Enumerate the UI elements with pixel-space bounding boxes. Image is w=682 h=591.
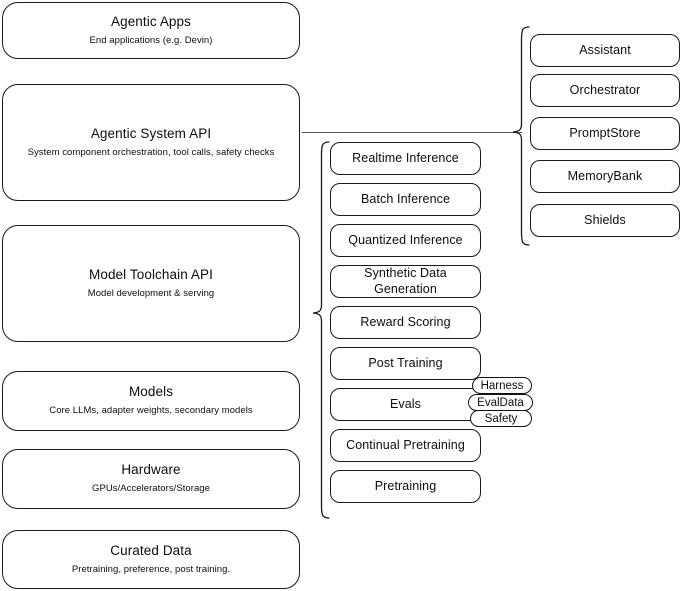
agentic-component-label: Assistant	[579, 42, 631, 57]
capability-batch-inference[interactable]: Batch Inference	[330, 183, 481, 216]
eval-subcomponent-evaldata[interactable]: EvalData	[468, 394, 533, 411]
capability-label: Batch Inference	[360, 191, 451, 206]
agentic-component-orchestrator[interactable]: Orchestrator	[530, 74, 680, 107]
capability-synthetic-data-generation[interactable]: Synthetic Data Generation	[330, 265, 481, 298]
capability-reward-scoring[interactable]: Reward Scoring	[330, 306, 481, 339]
capability-label: Reward Scoring	[360, 314, 451, 329]
capability-label: Realtime Inference	[352, 150, 459, 165]
capability-label: Post Training	[368, 355, 443, 370]
stack-layer-hardware[interactable]: Hardware GPUs/Accelerators/Storage	[2, 449, 300, 509]
stack-layer-title: Agentic Apps	[110, 13, 191, 29]
agentic-component-promptstore[interactable]: PromptStore	[530, 117, 680, 150]
agentic-component-label: Orchestrator	[569, 82, 641, 97]
stack-layer-subtitle: Core LLMs, adapter weights, secondary mo…	[49, 405, 253, 417]
agentic-component-assistant[interactable]: Assistant	[530, 34, 680, 67]
eval-subcomponent-safety[interactable]: Safety	[470, 410, 532, 427]
stack-layer-subtitle: Pretraining, preference, post training.	[71, 563, 231, 575]
stack-layer-subtitle: Model development & serving	[87, 287, 215, 299]
capability-post-training[interactable]: Post Training	[330, 347, 481, 380]
eval-subcomponent-harness[interactable]: Harness	[472, 377, 532, 394]
capability-pretraining[interactable]: Pretraining	[330, 470, 481, 503]
stack-layer-agentic-system-api[interactable]: Agentic System API System component orch…	[2, 84, 300, 201]
capability-evals[interactable]: Evals	[330, 388, 481, 421]
stack-layer-title: Hardware	[121, 462, 181, 478]
capability-realtime-inference[interactable]: Realtime Inference	[330, 142, 481, 175]
stack-layer-model-toolchain-api[interactable]: Model Toolchain API Model development & …	[2, 225, 300, 342]
brace-agentic-system-components	[512, 26, 530, 246]
eval-subcomponent-label: Harness	[480, 379, 524, 392]
eval-subcomponent-label: EvalData	[477, 396, 524, 409]
capability-continual-pretraining[interactable]: Continual Pretraining	[330, 429, 481, 462]
eval-subcomponent-label: Safety	[484, 412, 518, 425]
stack-layer-title: Agentic System API	[90, 125, 212, 141]
capability-label: Pretraining	[374, 478, 437, 493]
stack-layer-title: Curated Data	[110, 542, 192, 558]
agentic-component-memorybank[interactable]: MemoryBank	[530, 160, 680, 193]
connector-agentic-system-to-components	[302, 132, 522, 134]
stack-layer-title: Model Toolchain API	[89, 266, 213, 282]
capability-label: Synthetic Data Generation	[364, 265, 447, 296]
agentic-component-label: PromptStore	[569, 125, 641, 140]
agentic-component-label: MemoryBank	[567, 168, 643, 183]
stack-layer-curated-data[interactable]: Curated Data Pretraining, preference, po…	[2, 530, 300, 589]
capability-label: Evals	[389, 396, 422, 411]
capability-label: Quantized Inference	[348, 232, 463, 247]
stack-layer-subtitle: System component orchestration, tool cal…	[27, 146, 275, 158]
capability-label: Continual Pretraining	[346, 437, 465, 452]
stack-layer-title: Models	[128, 384, 174, 400]
agentic-component-shields[interactable]: Shields	[530, 204, 680, 237]
stack-layer-subtitle: GPUs/Accelerators/Storage	[92, 483, 210, 495]
stack-layer-models[interactable]: Models Core LLMs, adapter weights, secon…	[2, 371, 300, 431]
agentic-component-label: Shields	[584, 212, 626, 227]
stack-layer-agentic-apps[interactable]: Agentic Apps End applications (e.g. Devi…	[2, 2, 300, 59]
brace-toolchain-capabilities	[312, 141, 330, 519]
capability-quantized-inference[interactable]: Quantized Inference	[330, 224, 481, 257]
stack-layer-subtitle: End applications (e.g. Devin)	[89, 34, 213, 46]
